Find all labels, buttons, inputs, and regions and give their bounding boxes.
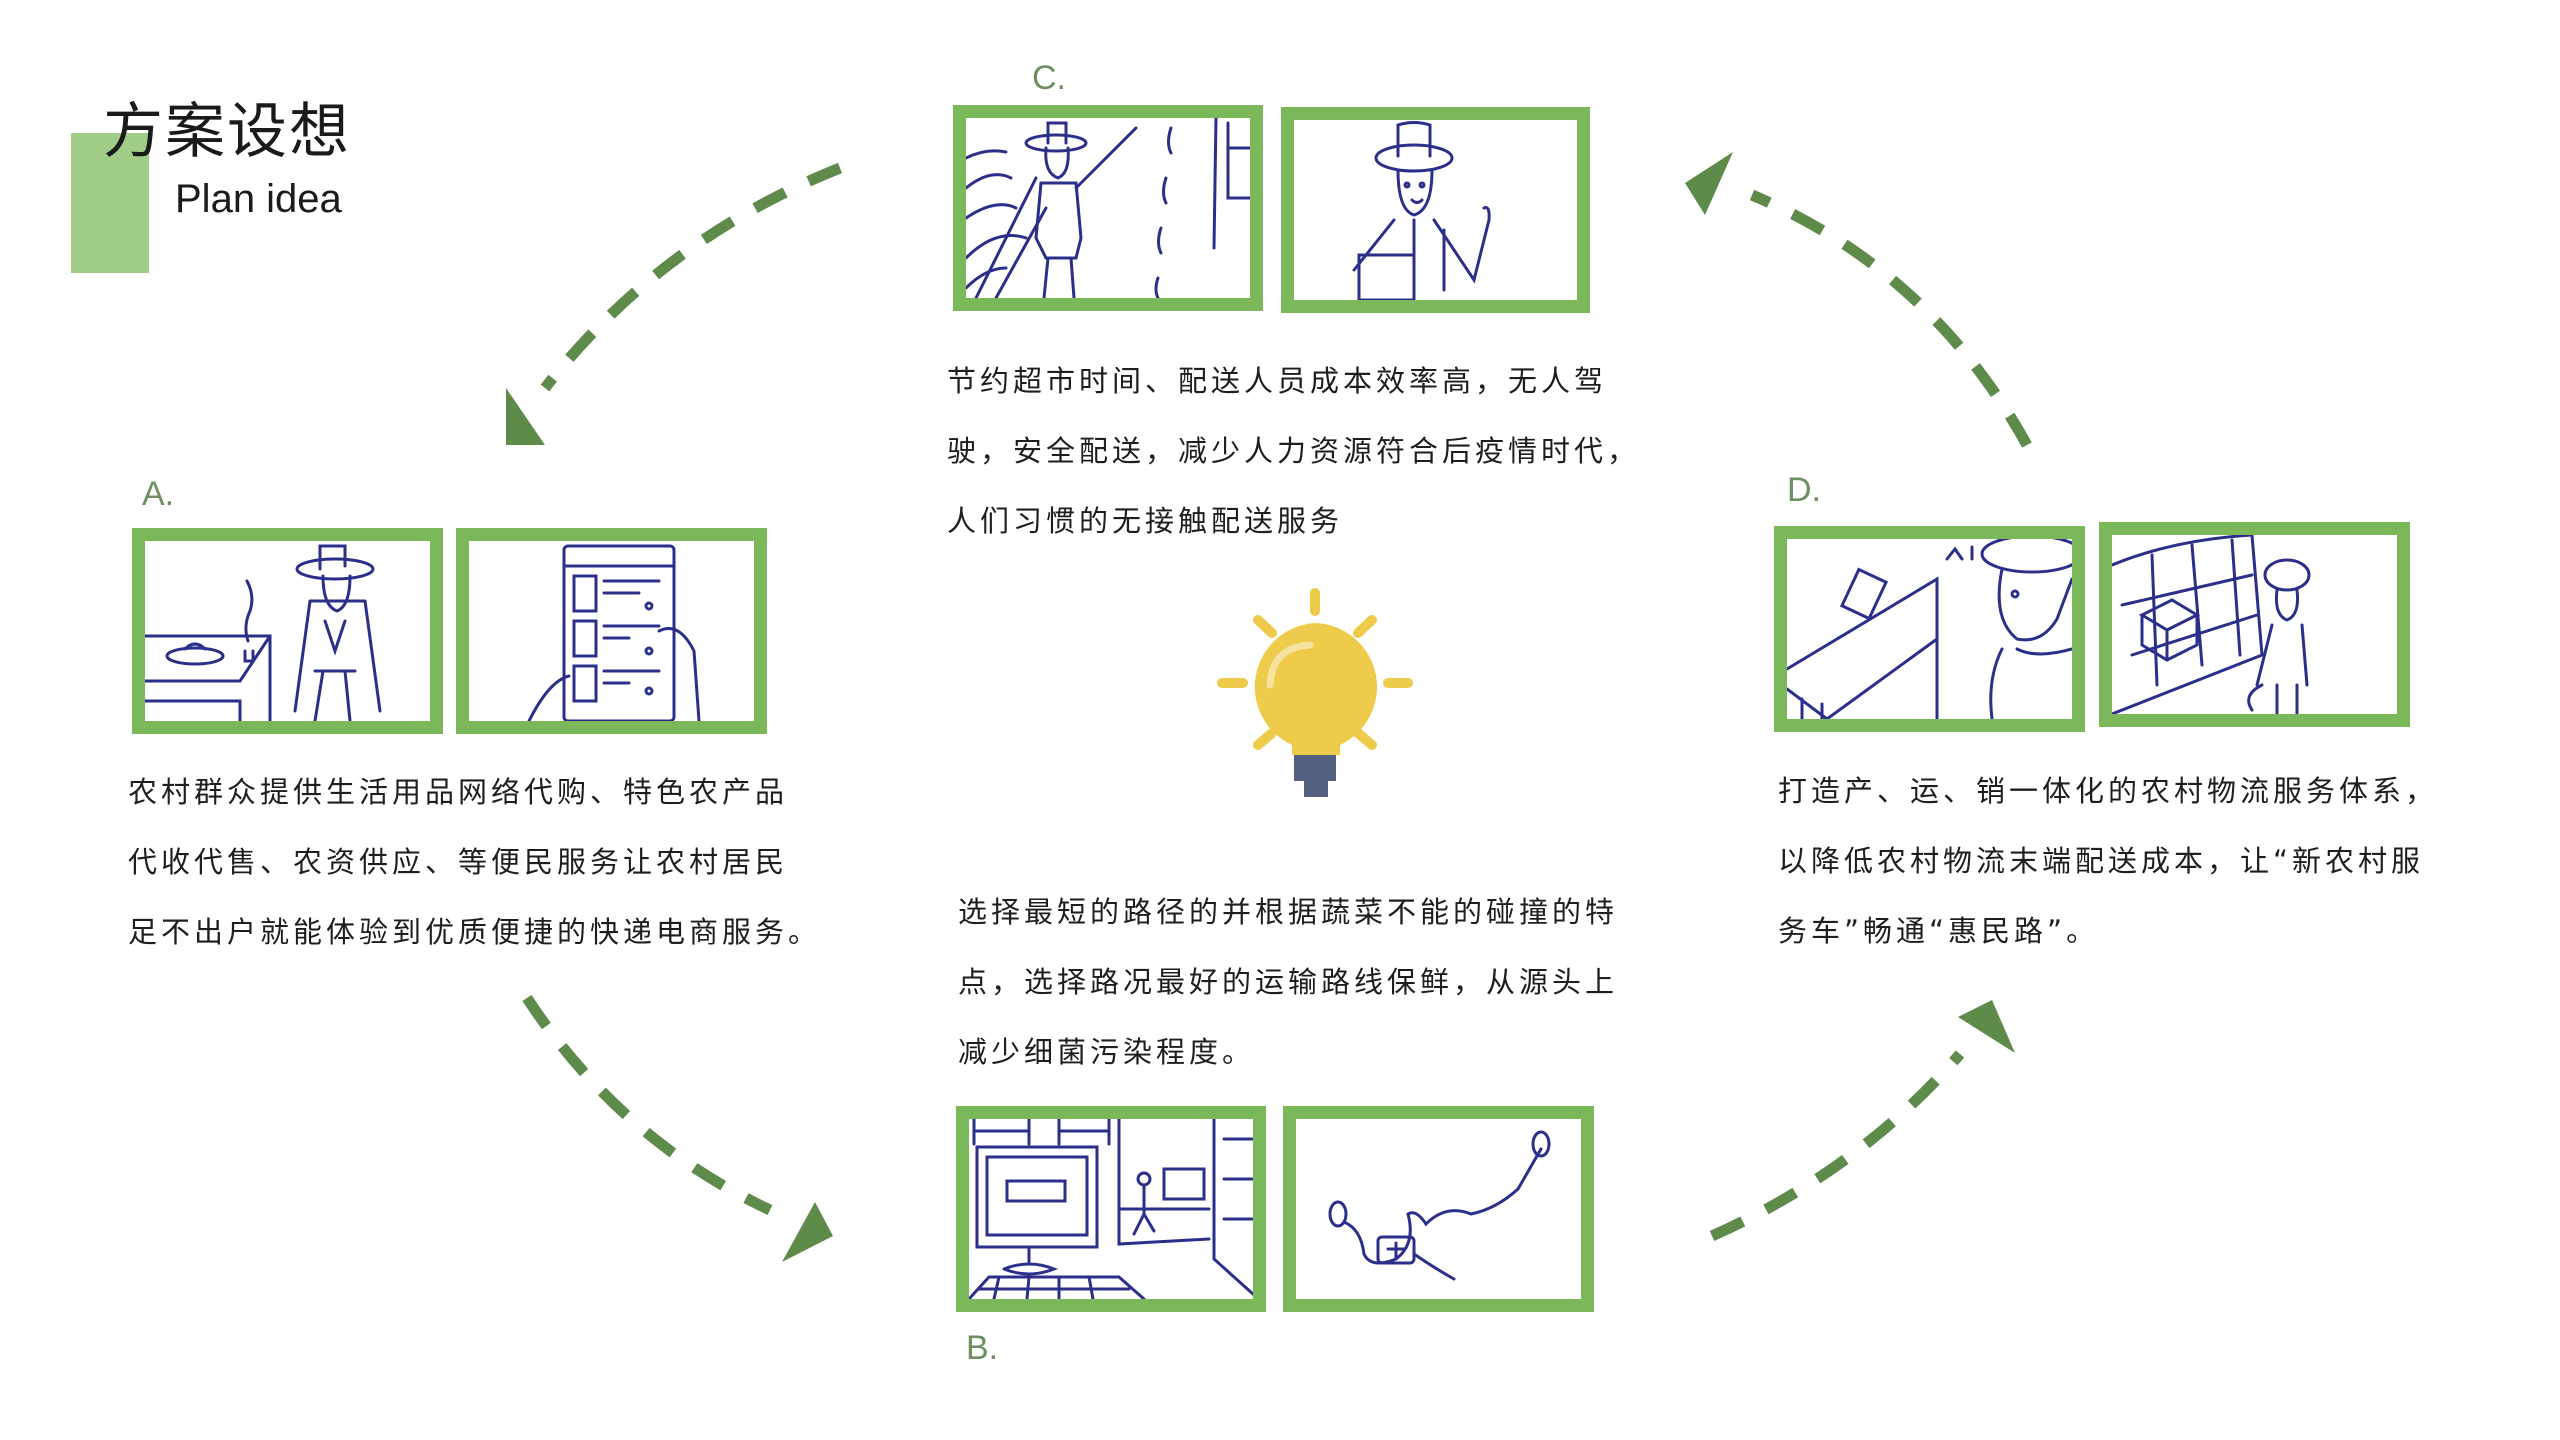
arrow-a-to-b — [522, 994, 773, 1215]
step-a-line-1: 农村群众提供生活用品网络代购、特色农产品 — [128, 775, 789, 809]
frame-d1-phone-ringing-sketch — [1774, 526, 2085, 732]
parcel-locker-illustration — [2112, 535, 2311, 714]
arrow-c-to-a — [540, 162, 843, 392]
frame-a2-phone-app-sketch — [456, 528, 767, 734]
frame-c1-farmer-sketch — [953, 105, 1263, 311]
step-b-description: 选择最短的路径的并根据蔬菜不能的碰撞的特 点，选择路况最好的运输路线保鲜，从源头… — [958, 877, 1618, 1087]
step-label-d: D. — [1787, 471, 1821, 509]
delivery-person-illustration — [1352, 121, 1491, 300]
frame-b2-route-map-sketch — [1283, 1106, 1594, 1312]
step-d-description: 打造产、运、销一体化的农村物流服务体系， 以降低农村物流末端配送成本，让“新农村… — [1778, 756, 2438, 966]
step-d-line-2: 以降低农村物流末端配送成本，让“新农村服 — [1778, 844, 2425, 878]
frame-a1-person-sitting-sketch — [132, 528, 443, 734]
step-a-description: 农村群众提供生活用品网络代购、特色农产品 代收代售、农资供应、等便民服务让农村居… — [128, 757, 821, 967]
route-map-illustration — [1328, 1130, 1551, 1281]
step-c-line-2: 驶，安全配送，减少人力资源符合后疫情时代， — [947, 434, 1641, 468]
page-subtitle: Plan idea — [175, 177, 342, 221]
person-with-tea-illustration — [145, 544, 382, 721]
arrow-d-to-c — [1749, 189, 2032, 448]
frame-d2-parcel-locker-sketch — [2099, 522, 2410, 727]
arrow-b-to-d — [1709, 1050, 1965, 1242]
arrowhead-d-icon — [1958, 1000, 2015, 1053]
arrowhead-b-icon — [782, 1202, 833, 1262]
frame-c2-delivery-sketch — [1281, 107, 1590, 313]
step-d-line-3: 务车”畅通“惠民路”。 — [1778, 914, 2100, 948]
step-c-line-1: 节约超市时间、配送人员成本效率高，无人驾 — [947, 364, 1608, 398]
frame-b1-warehouse-computer-sketch — [956, 1106, 1266, 1312]
warehouse-computer-illustration — [969, 1119, 1253, 1299]
farmer-field-illustration — [966, 118, 1250, 298]
step-c-description: 节约超市时间、配送人员成本效率高，无人驾 驶，安全配送，减少人力资源符合后疫情时… — [947, 346, 1640, 556]
step-label-c: C. — [1032, 59, 1066, 97]
step-d-line-1: 打造产、运、销一体化的农村物流服务体系， — [1778, 774, 2439, 808]
lightbulb-icon — [1217, 588, 1413, 797]
page-title: 方案设想 — [103, 97, 351, 167]
arrowhead-c-icon — [1685, 152, 1733, 215]
arrowhead-a-icon — [506, 388, 545, 445]
step-b-line-1: 选择最短的路径的并根据蔬菜不能的碰撞的特 — [958, 895, 1619, 929]
step-b-line-2: 点，选择路况最好的运输路线保鲜，从源头上 — [958, 965, 1619, 999]
step-label-a: A. — [142, 475, 175, 513]
step-b-line-3: 减少细菌污染程度。 — [958, 1035, 1256, 1069]
step-c-line-3: 人们习惯的无接触配送服务 — [947, 504, 1344, 538]
step-a-line-2: 代收代售、农资供应、等便民服务让农村居民 — [128, 845, 789, 879]
step-label-b: B. — [966, 1329, 999, 1367]
title-accent-block — [71, 133, 149, 273]
step-a-line-3: 足不出户就能体验到优质便捷的快递电商服务。 — [128, 915, 822, 949]
phone-ringing-illustration — [1787, 539, 2072, 719]
hand-phone-illustration — [527, 544, 701, 721]
